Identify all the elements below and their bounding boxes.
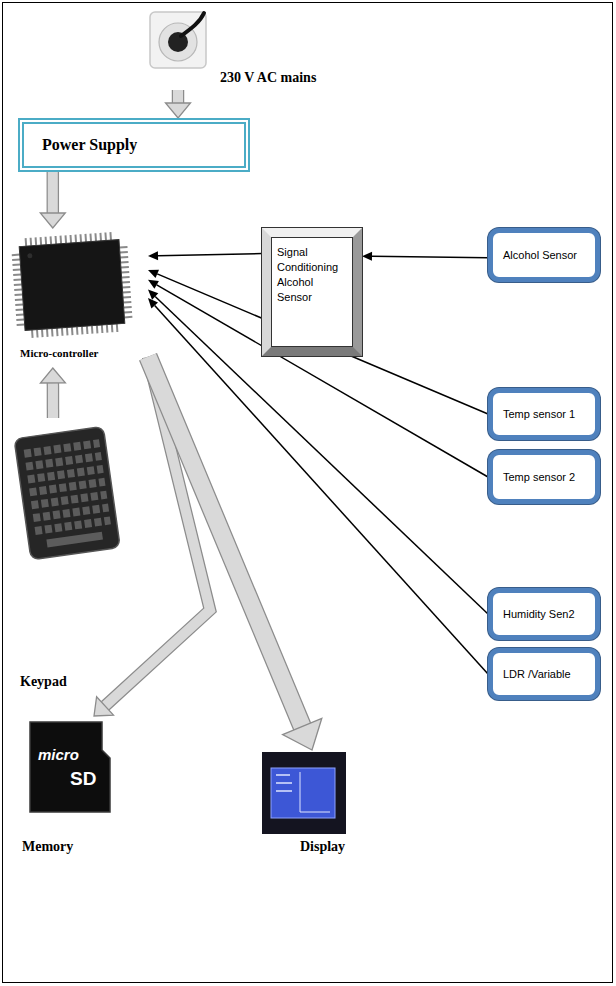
box-label: Signal Conditioning Alcohol Sensor [277,245,347,304]
display-picture [262,752,346,834]
arrow-head [362,252,372,261]
arrow-shaft [48,383,58,418]
arrow-shaft [105,357,210,706]
arrow-head [148,270,159,278]
box-label: LDR /Variable [503,668,571,680]
block-arrow [40,172,65,228]
picture-label: Memory [22,839,73,855]
box-label: Power Supply [42,136,137,154]
microsd-picture [30,722,110,812]
picture-label: Micro-controller [20,347,98,359]
box-label: Temp sensor 2 [503,471,575,483]
arrow-shaft [48,172,58,213]
arrow-head [283,718,322,750]
block-arrow [166,90,191,118]
keypad-picture [14,426,120,559]
block-arrow [40,368,65,418]
signal-arrow [148,251,262,260]
signal-conditioning-box: Signal Conditioning Alcohol Sensor [262,228,362,356]
arrow-outline [172,90,185,103]
logo-text: micro [38,746,79,763]
display: Display [262,750,362,860]
picture-label: Keypad [20,674,67,690]
box-label: Alcohol Sensor [503,249,577,261]
arrow-line [158,254,262,256]
sensor-box: Humidity Sen2 [488,588,600,640]
picture-label: Display [300,839,345,855]
sensor-box: Alcohol Sensor [488,228,600,282]
signal-arrow [362,252,488,261]
arrow-shaft [173,90,183,103]
arrow-head [40,213,65,228]
arrow-head [148,251,158,260]
block-arrow [94,357,210,716]
arrow-outline [105,357,210,706]
block-arrow [148,357,322,750]
box-label: Humidity Sen2 [503,608,575,620]
outlet-picture [150,12,206,68]
logo-text: SD [70,768,96,790]
sensor-box: Temp sensor 1 [488,388,600,440]
picture-label: 230 V AC mains [220,70,316,86]
arrow-outline [47,172,60,213]
chip-picture [15,235,129,334]
box-label: Temp sensor 1 [503,408,575,420]
arrow-head [40,368,65,383]
microcontroller: Micro-controller [8,228,148,368]
arrow-line [372,256,488,257]
arrow-head [148,290,158,300]
arrow-head [148,298,158,308]
arrow-head [94,697,114,716]
arrow-outline [148,357,302,727]
arrow-shaft [148,357,302,727]
mains-outlet: 230 V AC mains [148,10,388,90]
arrow-head [148,280,159,289]
sensor-box: Temp sensor 2 [488,450,600,504]
arrow-outline [47,383,60,418]
keypad: Keypad [18,418,118,696]
power-supply-box: Power Supply [18,118,250,172]
arrow-head [166,103,191,118]
sensor-box: LDR /Variable [488,648,600,700]
